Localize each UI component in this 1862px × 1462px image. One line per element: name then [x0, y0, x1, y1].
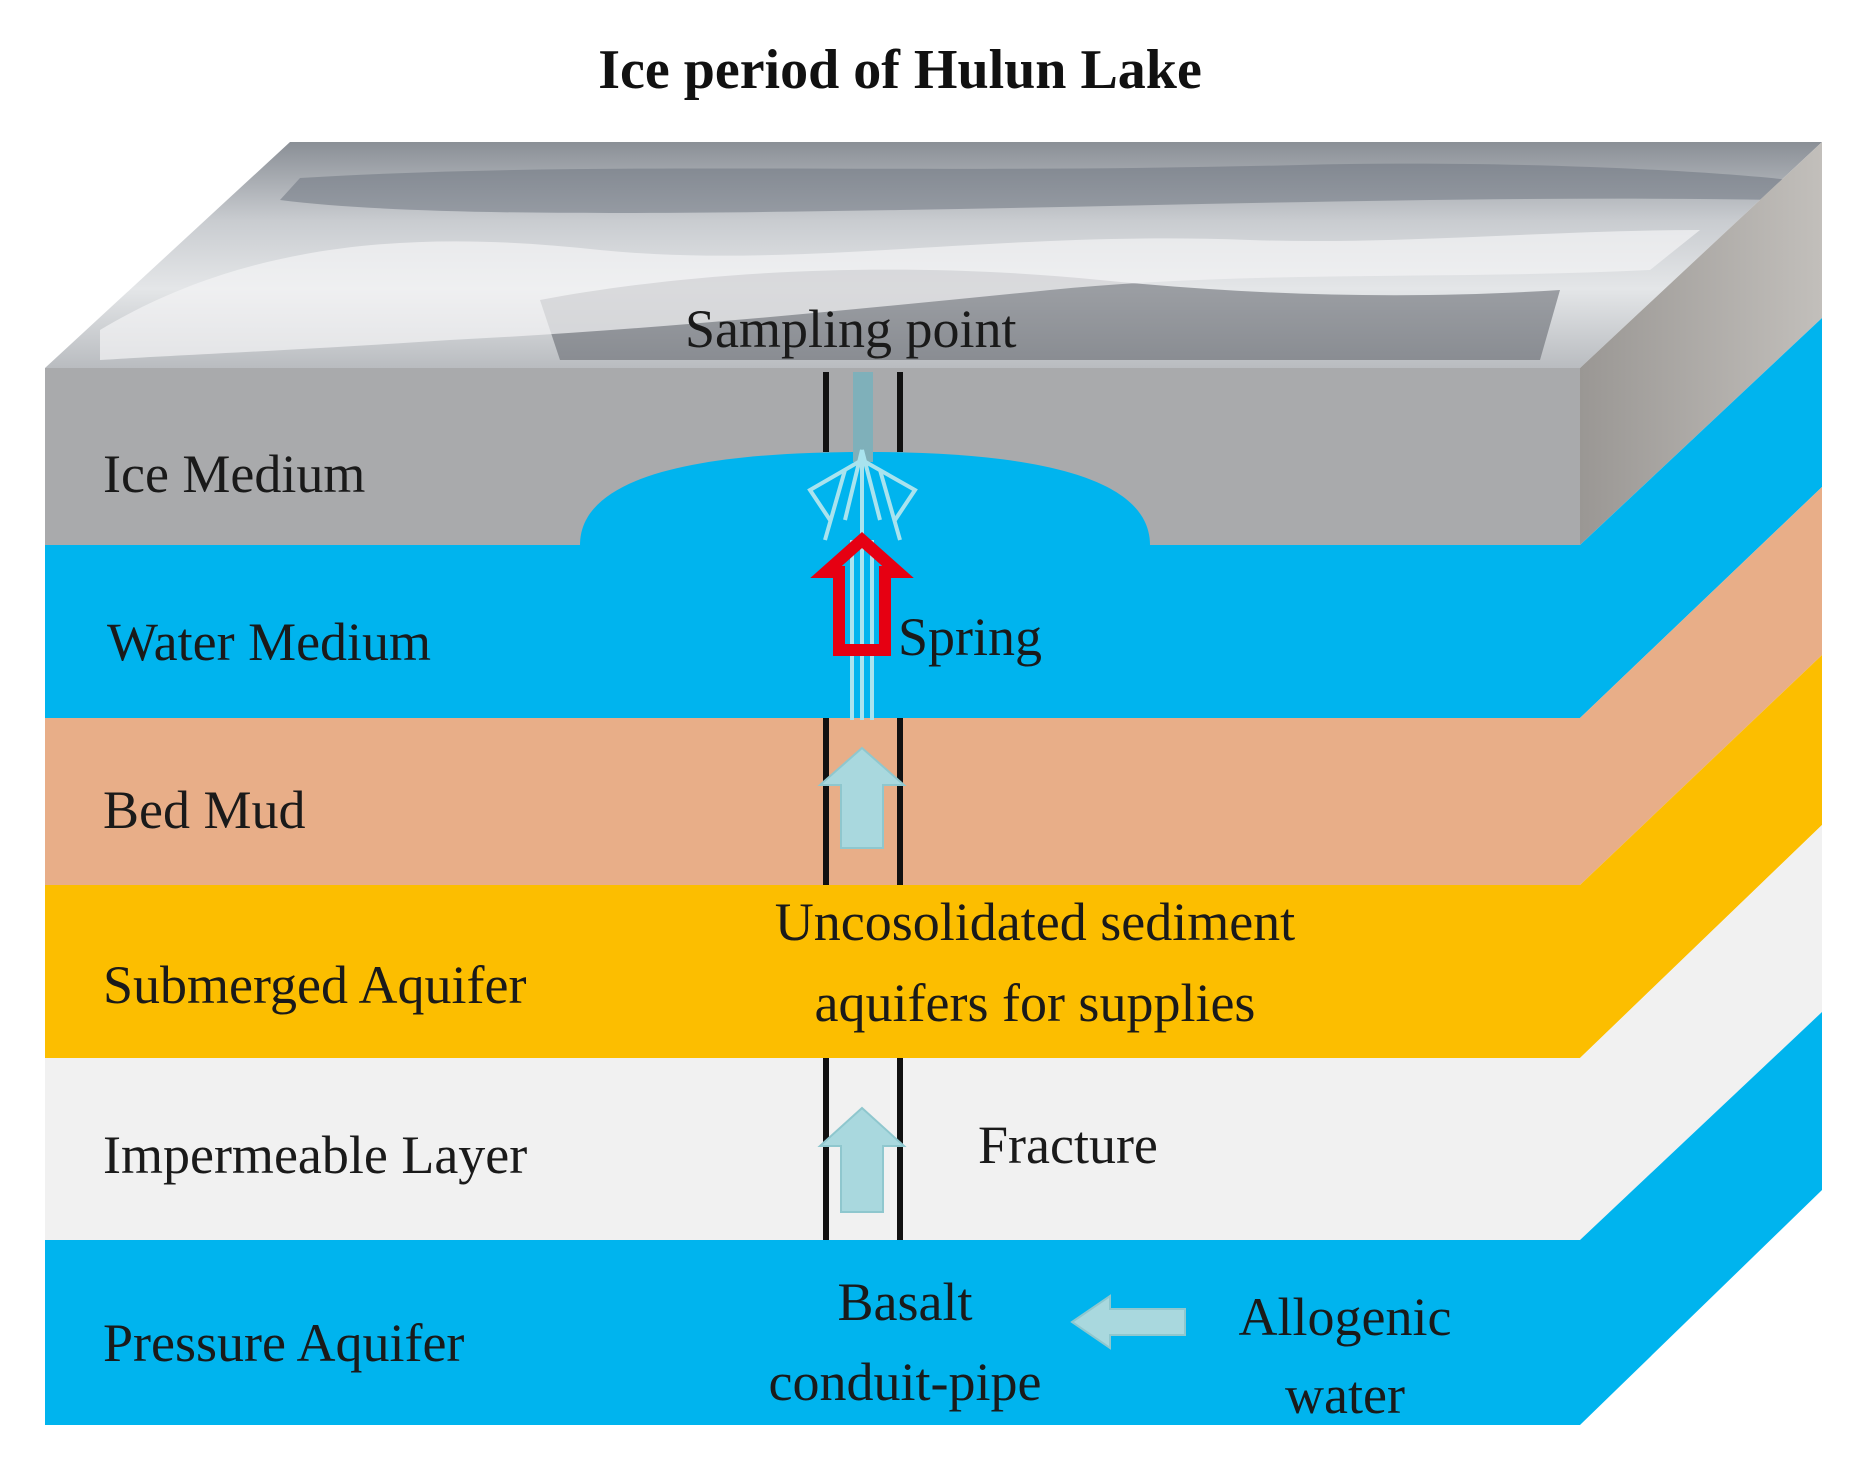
- basalt-label-line2: conduit-pipe: [768, 1352, 1042, 1412]
- flow-arrow-impermeable: [817, 1106, 907, 1213]
- water-medium-side: [1580, 318, 1822, 718]
- ice-surface-snow: [100, 230, 1700, 360]
- water-medium-front: [45, 545, 1580, 718]
- layer-label-ice-medium: Ice Medium: [103, 444, 366, 504]
- layer-label-water-medium: Water Medium: [107, 612, 432, 672]
- spring-fountain: [807, 449, 918, 720]
- pressure-aquifer-side: [1580, 1012, 1822, 1425]
- pressure-aquifer-front: [45, 1240, 1580, 1425]
- sediment-label-line1: Uncosolidated sediment: [774, 892, 1296, 952]
- submerged-aquifer-side: [1580, 655, 1822, 1058]
- allogenic-flow-arrow: [1070, 1294, 1186, 1350]
- sampling-tube: [853, 372, 873, 462]
- diagram-title: Ice period of Hulun Lake: [598, 39, 1202, 101]
- submerged-aquifer-front: [45, 885, 1580, 1058]
- bed-mud-side: [1580, 487, 1822, 885]
- impermeable-layer-front: [45, 1058, 1580, 1240]
- layer-label-pressure-aquifer: Pressure Aquifer: [103, 1313, 465, 1373]
- sediment-label-line2: aquifers for supplies: [814, 973, 1256, 1033]
- conduit-pipe: [823, 372, 903, 1240]
- bed-mud-front: [45, 718, 1580, 885]
- flow-arrow-bed-mud: [817, 746, 907, 849]
- spring-arrow: [810, 531, 914, 656]
- allogenic-label-line1: Allogenic: [1238, 1287, 1452, 1347]
- basalt-label-line1: Basalt: [837, 1272, 973, 1332]
- layer-label-impermeable-layer: Impermeable Layer: [103, 1125, 528, 1185]
- spring-label: Spring: [898, 607, 1043, 667]
- layer-label-bed-mud: Bed Mud: [103, 780, 306, 840]
- sampling-point-label: Sampling point: [685, 299, 1017, 359]
- allogenic-label-line2: water: [1285, 1365, 1405, 1425]
- ice-surface-dark-band: [280, 163, 1790, 213]
- fracture-label: Fracture: [978, 1115, 1158, 1175]
- water-dome: [580, 452, 1150, 545]
- layer-label-submerged-aquifer: Submerged Aquifer: [103, 955, 527, 1015]
- ice-medium-side: [1580, 142, 1822, 545]
- impermeable-layer-side: [1580, 825, 1822, 1240]
